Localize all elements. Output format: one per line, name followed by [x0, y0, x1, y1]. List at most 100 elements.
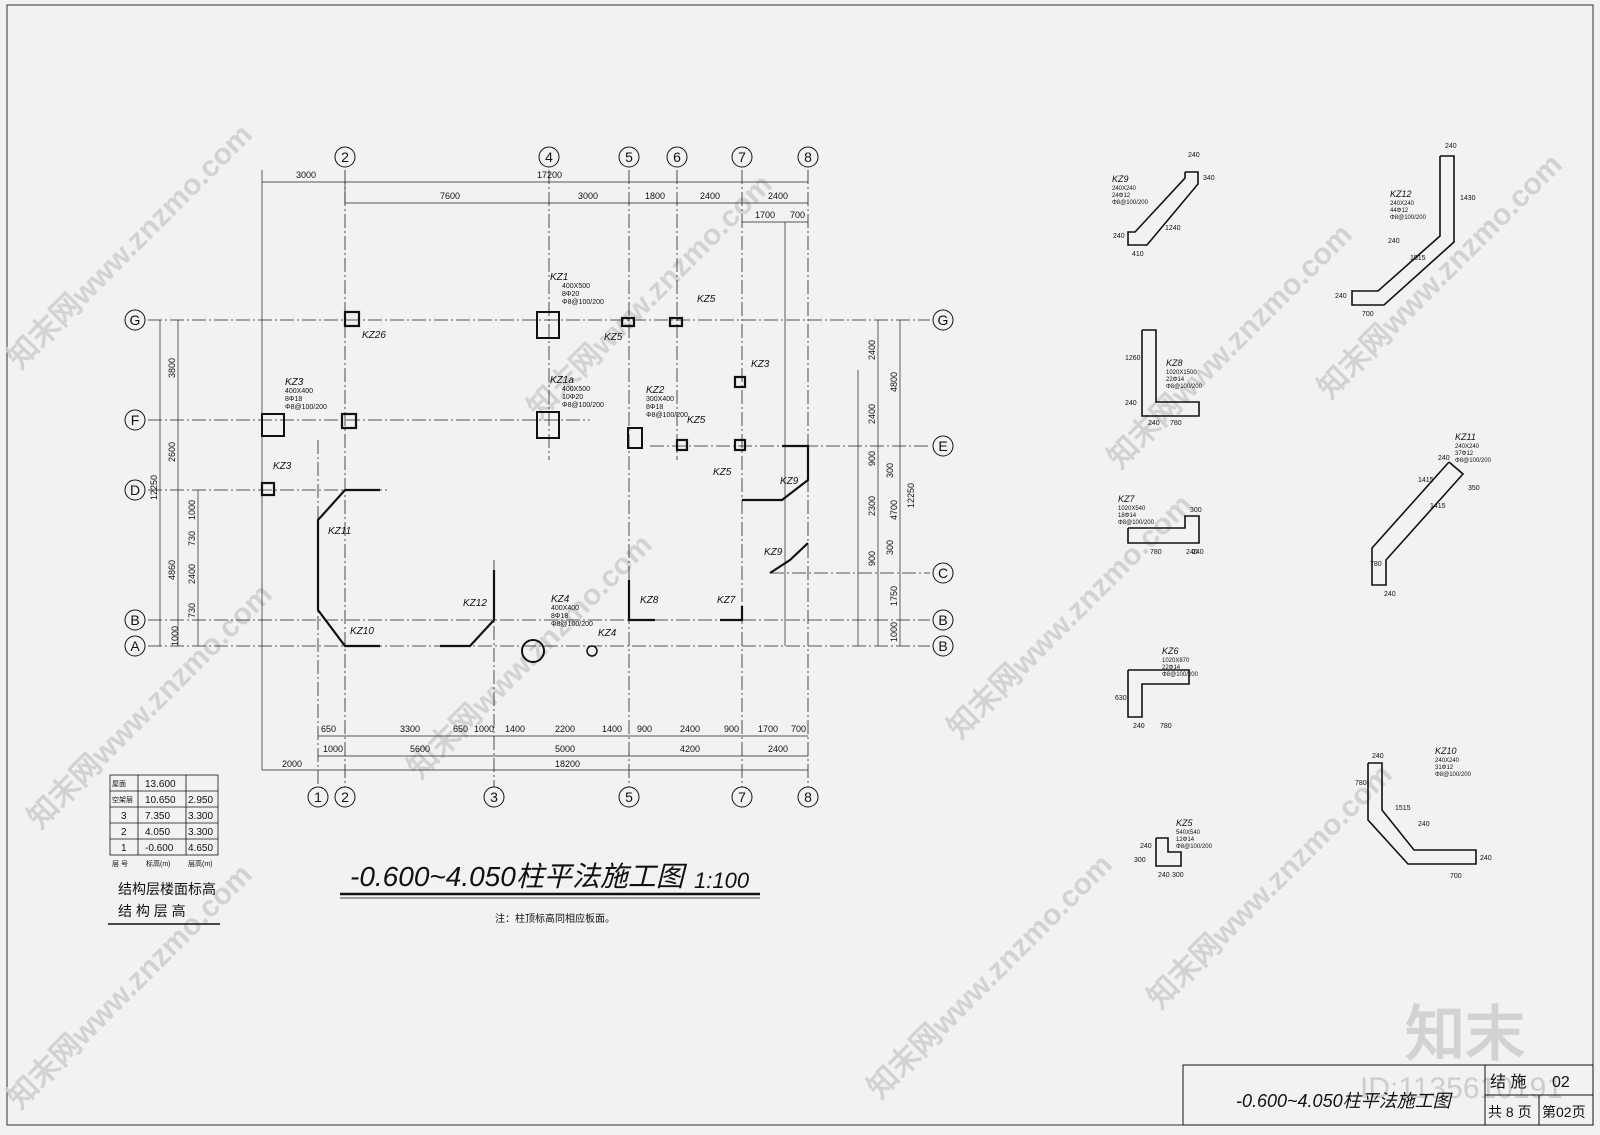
dimension-lines — [159, 170, 901, 771]
axis-bubble — [797, 146, 819, 168]
dim-text: 2400 — [700, 191, 720, 201]
detail-spec: 240X240 — [1390, 201, 1415, 207]
detail-tag: KZ9 — [1112, 174, 1129, 184]
axis-bubble — [797, 786, 819, 808]
title-block-code-label: 结 施 — [1490, 1073, 1526, 1091]
detail-dim: 240 — [1148, 420, 1160, 427]
detail-dim: 240 — [1125, 400, 1137, 407]
axis-label: 2 — [341, 789, 349, 805]
dim-text: 3800 — [167, 358, 177, 378]
column-notes: 400X500 8Φ20 Φ8@100/200 400X500 10Φ20 Φ8… — [285, 283, 688, 628]
dim-text: 2600 — [167, 442, 177, 462]
dim-text: 1000 — [323, 744, 343, 754]
column-tag: KZ1a — [550, 375, 574, 386]
note-line: 300X400 — [646, 396, 674, 403]
column-tag: KZ2 — [646, 385, 665, 396]
detail-spec: Φ8@100/200 — [1112, 200, 1149, 206]
detail-dim: 240 — [1480, 855, 1492, 862]
level-caption: 结构层楼面标高 — [118, 881, 216, 897]
column-tag: KZ10 — [350, 626, 374, 637]
dim-text: 1000 — [474, 724, 494, 734]
title-block-code: 02 — [1552, 1074, 1570, 1091]
detail-spec: 24Φ12 — [1112, 193, 1131, 199]
detail-dim: 780 — [1170, 420, 1182, 427]
dim-text: 1000 — [170, 626, 180, 646]
svg-text:2.950: 2.950 — [188, 795, 213, 806]
axis-label: A — [130, 638, 140, 654]
detail-spec: 12Φ14 — [1176, 837, 1195, 843]
detail-tag: KZ11 — [1455, 432, 1476, 442]
detail-tag: KZ5 — [1176, 818, 1194, 828]
note-line: 8Φ18 — [646, 404, 663, 411]
watermark: 知末网www.znzmo.com — [402, 528, 659, 785]
column-tag: KZ5 — [697, 294, 716, 305]
axis-bubble — [124, 609, 146, 631]
axis-bubble — [124, 635, 146, 657]
note-line: 8Φ18 — [285, 396, 302, 403]
note-line: 400X400 — [285, 388, 313, 395]
note-line: 8Φ20 — [562, 291, 579, 298]
detail-dim: 240 — [1133, 723, 1145, 730]
dim-text: 1700 — [755, 210, 775, 220]
column-tag: KZ3 — [273, 461, 292, 472]
axis-bubble — [932, 562, 954, 584]
dim-text: 2400 — [187, 564, 197, 584]
dim-text: 4860 — [167, 560, 177, 580]
svg-text:4.650: 4.650 — [188, 843, 213, 854]
detail-dim: 240 — [1186, 549, 1198, 556]
column-tag: KZ5 — [687, 415, 706, 426]
column-tag: KZ4 — [551, 594, 570, 605]
detail-dim: 240 — [1445, 143, 1457, 150]
detail-spec: 37Φ12 — [1455, 451, 1474, 457]
dim-text: 3000 — [296, 170, 316, 180]
note-line: 400X500 — [562, 386, 590, 393]
detail-spec: 22Φ14 — [1166, 377, 1185, 383]
axis-label: 6 — [673, 149, 681, 165]
axis-bubble — [124, 479, 146, 501]
svg-text:标高(m): 标高(m) — [146, 859, 171, 868]
dim-text: 730 — [187, 531, 197, 546]
detail-spec: 44Φ12 — [1390, 208, 1409, 214]
svg-text:4.050: 4.050 — [145, 827, 170, 838]
axis-bubble — [618, 786, 640, 808]
dim-text: 900 — [867, 451, 877, 466]
detail-dim: 240 — [1192, 549, 1204, 556]
detail-spec: 540X540 — [1176, 830, 1201, 836]
column-tag: KZ5 — [713, 467, 732, 478]
detail-tag: KZ10 — [1435, 746, 1457, 756]
axis-grid — [148, 170, 930, 790]
note-line: 400X500 — [562, 283, 590, 290]
detail-spec: 22Φ14 — [1162, 665, 1181, 671]
column-tag: KZ1 — [550, 272, 568, 283]
dim-text: 4700 — [889, 500, 899, 520]
detail-dim: 410 — [1132, 251, 1144, 258]
detail-dim: 1515 — [1395, 805, 1411, 812]
level-caption: 结 构 层 高 — [118, 903, 186, 919]
detail-dim: 780 — [1150, 549, 1162, 556]
detail-dim: 630 — [1115, 695, 1127, 702]
dim-text: 1400 — [505, 724, 525, 734]
drawing-note: 注：柱顶标高同相应板面。 — [495, 912, 615, 925]
svg-text:2: 2 — [121, 827, 127, 838]
detail-dim: 240 — [1140, 843, 1152, 850]
detail-dim: 340 — [1203, 175, 1215, 182]
axis-label: 7 — [738, 149, 746, 165]
axis-label: 1 — [314, 789, 322, 805]
dim-text: 3300 — [400, 724, 420, 734]
watermark: 知末网www.znzmo.com — [2, 118, 259, 375]
detail-dim: 1430 — [1460, 195, 1476, 202]
detail-dim: 240 — [1438, 455, 1450, 462]
detail-dim: 240 — [1418, 821, 1430, 828]
column-tag: KZ8 — [640, 595, 659, 606]
detail-texts: KZ9240X24024Φ12Φ8@100/200240340410124024… — [1112, 143, 1492, 880]
detail-spec: Φ8@100/200 — [1118, 520, 1155, 526]
dim-text: 650 — [453, 724, 468, 734]
detail-dim: 240 — [1158, 872, 1170, 879]
axis-bubble — [334, 786, 356, 808]
svg-text:3.300: 3.300 — [188, 827, 213, 838]
dim-text: 2400 — [768, 744, 788, 754]
detail-dim: 350 — [1468, 485, 1480, 492]
dim-text: 1700 — [758, 724, 778, 734]
